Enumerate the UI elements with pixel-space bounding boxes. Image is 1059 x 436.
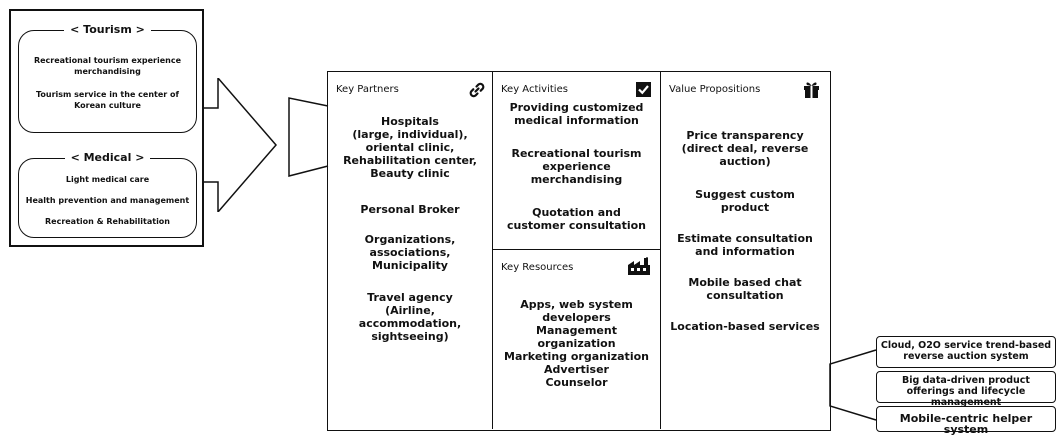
medical-title: < Medical >: [19, 151, 196, 164]
key-resources-title: Key Resources: [501, 262, 574, 273]
value-propositions-title: Value Propositions: [669, 84, 761, 95]
link-icon: [469, 82, 485, 98]
medical-item: Light medical care: [65, 175, 150, 184]
partner-entry: Personal Broker: [360, 203, 460, 216]
checkbox-icon: [636, 82, 651, 97]
gift-icon: [804, 82, 819, 98]
value-entry: Price transparency (direct deal, reverse…: [681, 129, 809, 168]
input-panel: < Tourism > Recreational tourism experie…: [9, 9, 204, 247]
business-model-canvas: Key Partners Hospitals (large, individua…: [327, 71, 831, 431]
partner-entry: Organizations, associations, Municipalit…: [364, 233, 456, 272]
key-activities-cell: Key Activities Providing customized medi…: [493, 72, 661, 250]
left-funnel: [288, 97, 329, 177]
system-box: Big data-driven product offerings and li…: [876, 371, 1056, 408]
system-box: Mobile-centric helper system: [876, 406, 1056, 435]
tourism-group: < Tourism > Recreational tourism experie…: [18, 23, 197, 133]
value-entry: Mobile based chat consultation: [688, 276, 802, 302]
right-funnel: [829, 349, 877, 421]
factory-icon: [628, 257, 650, 275]
key-partners-title: Key Partners: [336, 84, 399, 95]
tourism-item: Recreational tourism experience merchand…: [33, 56, 182, 76]
value-entry: Estimate consultation and information: [677, 232, 813, 258]
system-box: Cloud, O2O service trend-based reverse a…: [876, 336, 1056, 368]
tourism-item: Tourism service in the center of Korean …: [36, 90, 179, 110]
key-activities-title: Key Activities: [501, 84, 568, 95]
value-propositions-cell: Value Propositions Price transparency (d…: [661, 72, 829, 429]
value-entry: Suggest custom product: [695, 188, 795, 214]
partner-entry: Hospitals (large, individual), oriental …: [343, 115, 477, 180]
medical-group: < Medical > Light medical care Health pr…: [18, 151, 197, 238]
partner-entry: Travel agency (Airline, accommodation, s…: [358, 291, 462, 343]
key-partners-cell: Key Partners Hospitals (large, individua…: [328, 72, 493, 429]
big-right-arrow: [203, 78, 277, 212]
medical-item: Health prevention and management: [25, 196, 190, 205]
tourism-title: < Tourism >: [19, 23, 196, 36]
value-entry: Location-based services: [670, 320, 820, 333]
activity-entry: Quotation and customer consultation: [506, 206, 647, 232]
resource-entry: Apps, web system developers Management o…: [504, 298, 649, 389]
medical-item: Recreation & Rehabilitation: [44, 217, 170, 226]
activity-entry: Providing customized medical information: [509, 101, 644, 127]
key-resources-cell: Key Resources Apps, web system developer…: [493, 250, 661, 429]
activity-entry: Recreational tourism experience merchand…: [511, 147, 642, 186]
